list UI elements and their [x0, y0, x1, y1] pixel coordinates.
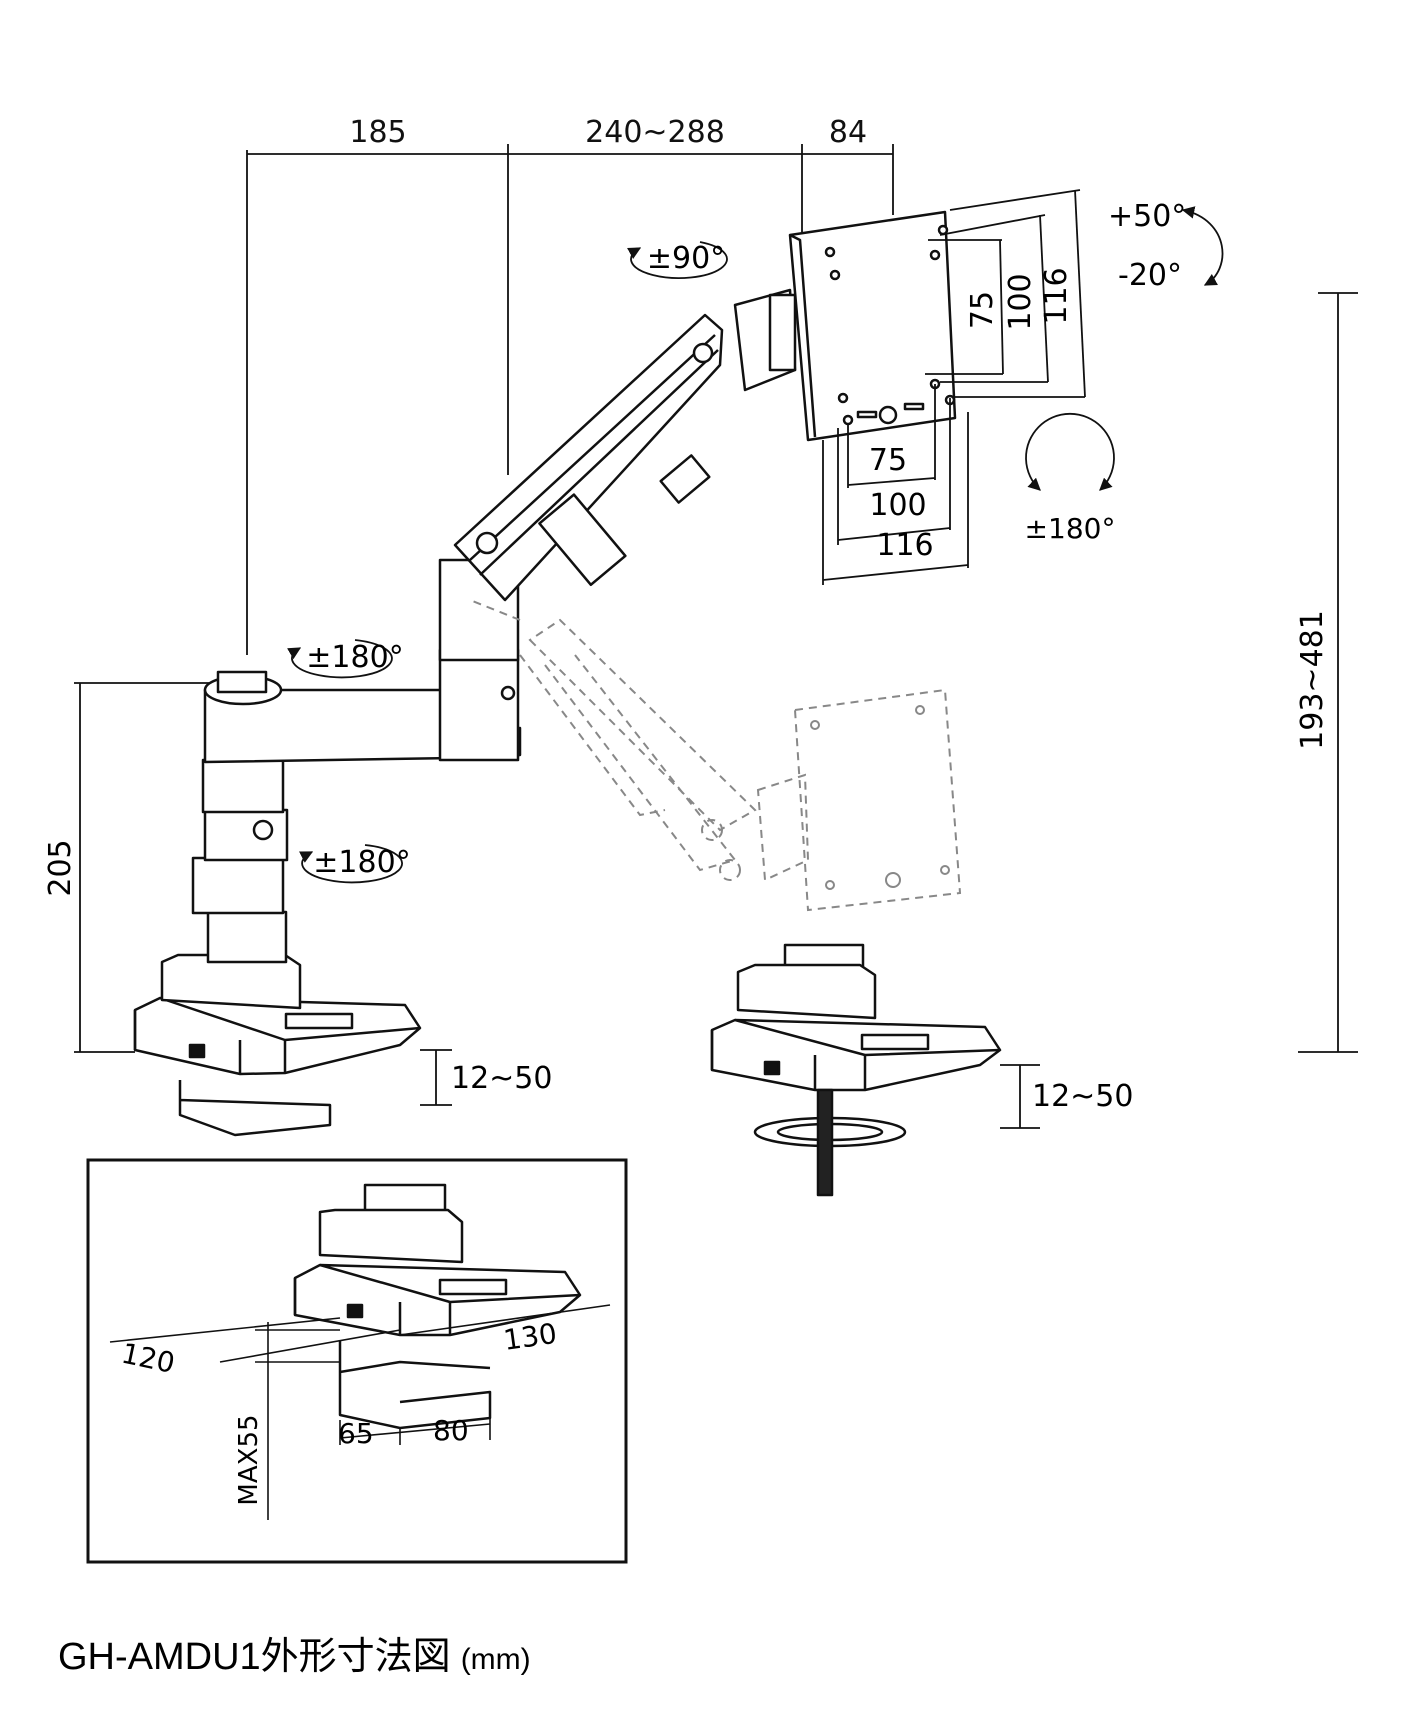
inset-dim-max55: MAX55: [234, 1414, 264, 1505]
monitor-arm-lowered-ghost: [469, 599, 962, 912]
clamp-button-right: [763, 1060, 781, 1076]
height-dimension-line: [1298, 292, 1358, 1053]
rotation-tilt-down: -20°: [1118, 258, 1182, 293]
clamp-button-left: [188, 1043, 206, 1059]
monitor-arm-main: [133, 210, 957, 1137]
dim-185-label: 185: [349, 115, 406, 150]
caption-unit: (mm): [460, 1643, 531, 1676]
vesa-plate-ghost: [793, 688, 962, 912]
clamp-lower-left: [178, 1080, 332, 1137]
dim-193-481-label: 193~481: [1295, 610, 1330, 750]
dim-205-label: 205: [43, 839, 78, 896]
vesa-w-116: 116: [876, 528, 933, 563]
base-plate-left: [133, 996, 422, 1076]
rotation-tilt-up: +50°: [1108, 199, 1186, 234]
dim-12-50-right: 12~50: [1032, 1079, 1133, 1114]
pole-dimension-line: [74, 682, 215, 1053]
rotation-indicators: [287, 206, 1224, 884]
rotation-elbow: ±180°: [306, 640, 403, 675]
clamp-detail-inset: 120 130 65 80 MAX55: [86, 1158, 628, 1564]
rotation-pole: ±180°: [313, 845, 410, 880]
inset-dim-130: 130: [501, 1317, 559, 1357]
vesa-dimension-lines: [822, 189, 1086, 585]
figure-caption: GH-AMDU1外形寸法図 (mm): [58, 1625, 531, 1680]
dim-84-label: 84: [829, 115, 867, 150]
vesa-h-116: 116: [1039, 267, 1074, 324]
vesa-w-100: 100: [869, 488, 926, 523]
caption-model: GH-AMDU1外形寸法図: [58, 1636, 451, 1678]
inset-dim-65: 65: [338, 1417, 374, 1450]
top-dimension-lines: [246, 144, 894, 655]
dim-12-50-left: 12~50: [451, 1061, 552, 1096]
rotation-panel: ±180°: [1025, 512, 1116, 545]
vesa-h-100: 100: [1003, 273, 1038, 330]
vesa-w-75: 75: [869, 443, 907, 478]
rotation-swivel-head: ±90°: [647, 241, 725, 276]
grommet-base-right: [710, 943, 1002, 1197]
vesa-plate: [788, 210, 957, 442]
inset-dim-80: 80: [433, 1414, 469, 1447]
upper-arm-segment: [453, 313, 724, 602]
vesa-h-75: 75: [965, 291, 1000, 329]
pole-left: [206, 910, 288, 964]
dim-240-288-label: 240~288: [585, 115, 725, 150]
threaded-rod: [816, 1088, 834, 1197]
